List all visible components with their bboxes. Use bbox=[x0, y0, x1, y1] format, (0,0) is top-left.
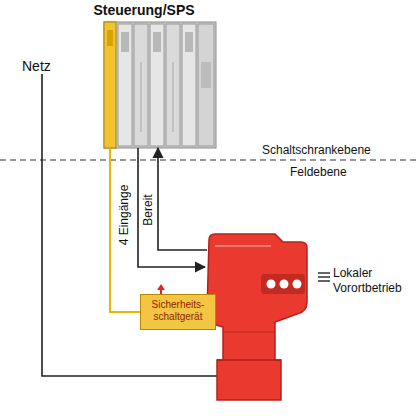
level-label: Feldebene bbox=[290, 165, 347, 179]
supply-label: Netz bbox=[22, 58, 51, 74]
plc-rack bbox=[104, 22, 216, 148]
actuator bbox=[207, 234, 307, 400]
signal-arrow bbox=[158, 148, 207, 250]
signal-arrow bbox=[138, 148, 205, 267]
edge-label: Bereit bbox=[142, 193, 155, 226]
level-label: Schaltschrankebene bbox=[262, 143, 371, 157]
level-divider bbox=[0, 159, 420, 160]
warning-arrow bbox=[157, 284, 165, 294]
actuator-node: Lokaler Vorortbetrieb bbox=[205, 232, 310, 404]
plc-rack: Steuerung/SPS bbox=[104, 22, 216, 148]
safety-relay-box: Sicherheits- schaltgerät bbox=[140, 294, 216, 330]
edge-label: 4 Eingänge bbox=[118, 184, 131, 247]
node-heading: Lokaler Vorortbetrieb bbox=[333, 266, 417, 296]
node-heading: Steuerung/SPS bbox=[44, 2, 244, 19]
local-control-icon bbox=[318, 273, 330, 281]
safety-wire bbox=[110, 148, 140, 312]
box-text: Sicherheits- schaltgerät bbox=[144, 299, 212, 323]
